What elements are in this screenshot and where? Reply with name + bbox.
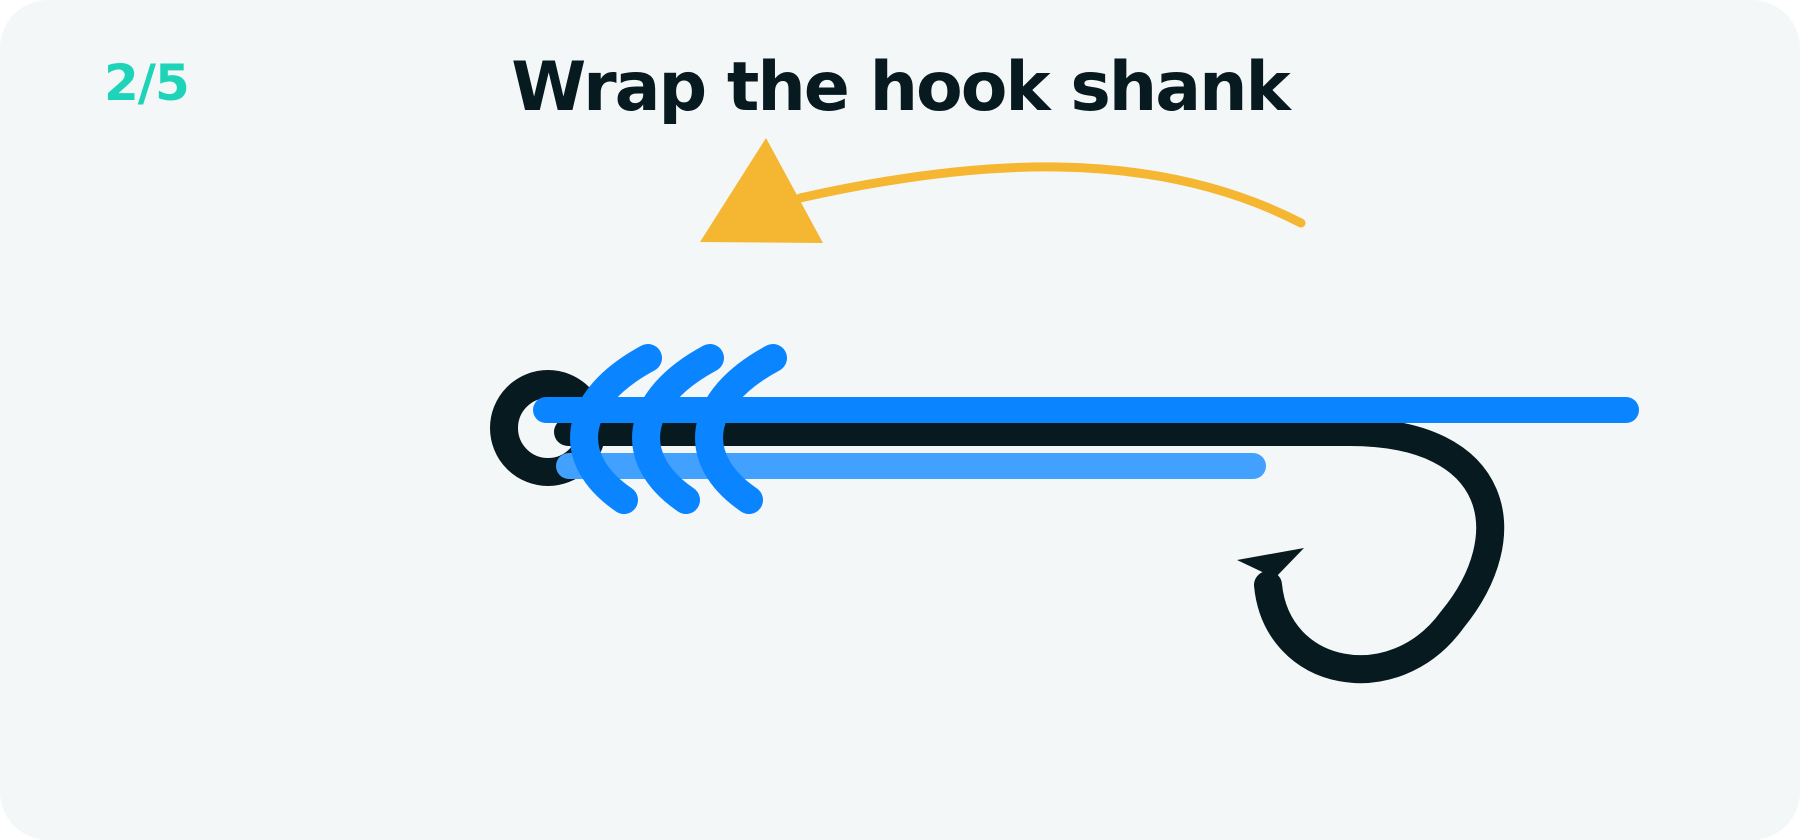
curved-arrow-icon <box>700 138 1306 243</box>
wrap-2 <box>632 344 724 514</box>
step-counter: 2/5 <box>104 54 190 112</box>
wrap-1 <box>570 344 662 514</box>
arrow-head <box>700 138 823 243</box>
hook-barb <box>1237 548 1304 578</box>
hook-shank <box>554 418 1505 683</box>
line-wraps <box>570 344 787 514</box>
arrow-shaft <box>795 162 1306 228</box>
wrap-3 <box>695 344 787 514</box>
step-title: Wrap the hook shank <box>511 48 1290 127</box>
